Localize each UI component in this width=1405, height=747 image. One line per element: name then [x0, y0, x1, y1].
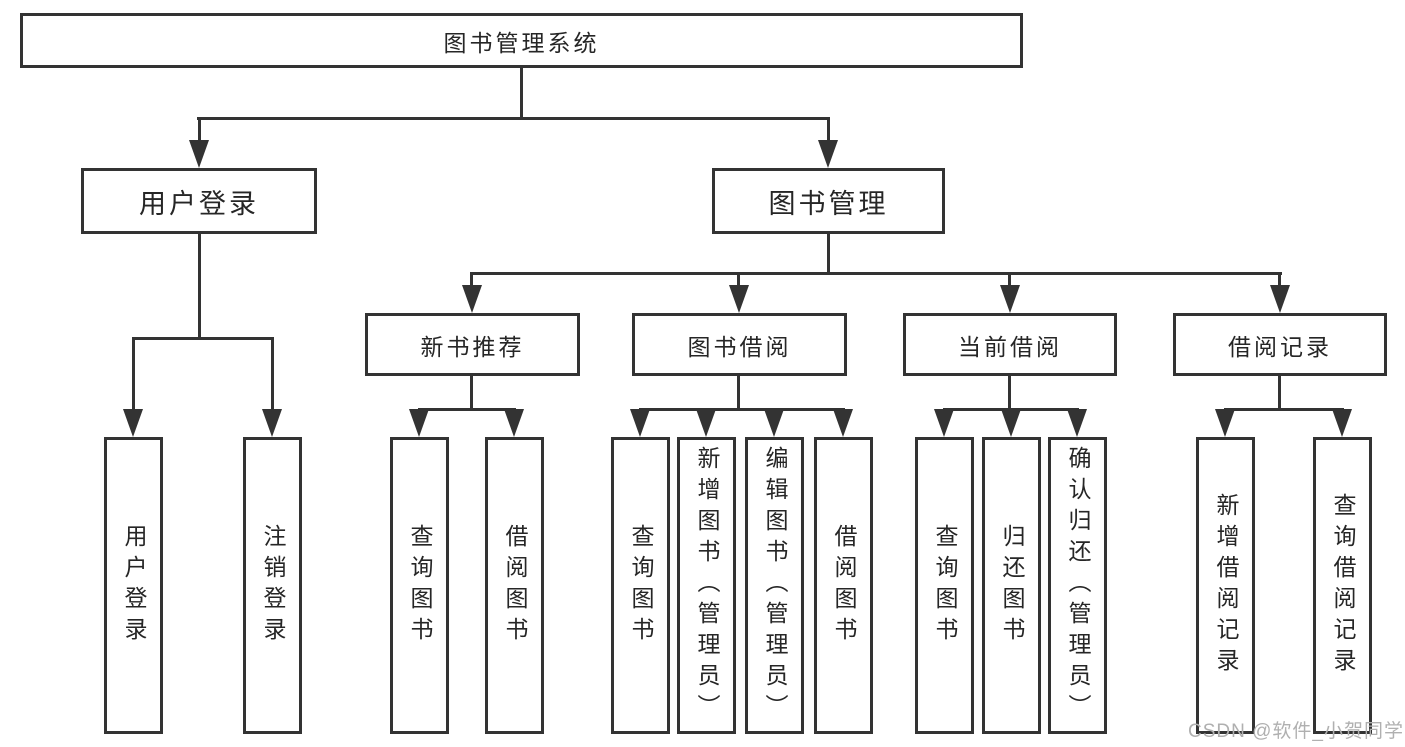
leaf-label: 借阅图书: [831, 523, 857, 648]
leaf-edit-books-admin: 编辑图书（管理员）: [745, 437, 804, 734]
node-book-management: 图书管理: [712, 168, 945, 234]
connector-line: [132, 337, 274, 340]
node-new-book-recommendation: 新书推荐: [365, 313, 580, 376]
arrow-down-icon: [123, 409, 143, 437]
leaf-label: 新增图书（管理员）: [694, 446, 720, 725]
arrow-down-icon: [696, 409, 716, 437]
connector-line: [520, 68, 523, 117]
leaf-add-borrow-record: 新增借阅记录: [1196, 437, 1255, 734]
node-borrowing-records: 借阅记录: [1173, 313, 1387, 376]
arrow-down-icon: [462, 285, 482, 313]
connector-line: [639, 408, 845, 411]
connector-line: [132, 337, 135, 410]
leaf-query-books-borrowing: 查询图书: [611, 437, 670, 734]
connector-line: [197, 117, 830, 120]
arrow-down-icon: [1000, 285, 1020, 313]
node-label: 图书管理系统: [443, 29, 600, 56]
node-book-borrowing: 图书借阅: [632, 313, 847, 376]
connector-line: [827, 234, 830, 272]
node-current-borrowing: 当前借阅: [903, 313, 1117, 376]
connector-line: [198, 117, 201, 141]
node-label: 用户登录: [139, 188, 259, 219]
arrow-down-icon: [1215, 409, 1235, 437]
connector-line: [271, 337, 274, 410]
leaf-confirm-return-admin: 确认归还（管理员）: [1048, 437, 1107, 734]
connector-line: [1278, 272, 1281, 286]
node-label: 图书借阅: [687, 333, 792, 360]
connector-line: [470, 376, 473, 408]
node-library-management-system: 图书管理系统: [20, 13, 1023, 68]
arrow-down-icon: [1001, 409, 1021, 437]
arrow-down-icon: [1332, 409, 1352, 437]
leaf-label: 注销登录: [260, 523, 286, 648]
arrow-down-icon: [1067, 409, 1087, 437]
leaf-query-borrow-record: 查询借阅记录: [1313, 437, 1372, 734]
arrow-down-icon: [262, 409, 282, 437]
leaf-label: 编辑图书（管理员）: [762, 446, 788, 725]
leaf-label: 查询图书: [407, 523, 433, 648]
connector-line: [1224, 408, 1344, 411]
connector-line: [827, 117, 830, 141]
node-label: 新书推荐: [420, 333, 525, 360]
leaf-query-books-recommend: 查询图书: [390, 437, 449, 734]
leaf-label: 归还图书: [999, 523, 1025, 648]
arrow-down-icon: [630, 409, 650, 437]
leaf-label: 借阅图书: [502, 523, 528, 648]
arrow-down-icon: [729, 285, 749, 313]
connector-line: [737, 376, 740, 408]
node-label: 借阅记录: [1228, 333, 1332, 360]
leaf-user-login: 用户登录: [104, 437, 163, 734]
arrow-down-icon: [409, 409, 429, 437]
leaf-add-books-admin: 新增图书（管理员）: [677, 437, 736, 734]
leaf-label: 确认归还（管理员）: [1065, 446, 1091, 725]
leaf-label: 查询图书: [932, 523, 958, 648]
arrow-down-icon: [764, 409, 784, 437]
connector-line: [737, 272, 740, 286]
arrow-down-icon: [934, 409, 954, 437]
connector-line: [470, 272, 1282, 275]
arrow-down-icon: [1270, 285, 1290, 313]
node-user-login: 用户登录: [81, 168, 317, 234]
connector-line: [1008, 376, 1011, 408]
leaf-logout: 注销登录: [243, 437, 302, 734]
node-label: 图书管理: [768, 188, 889, 219]
node-label: 当前借阅: [958, 333, 1062, 360]
connector-line: [198, 234, 201, 337]
arrow-down-icon: [818, 140, 838, 168]
leaf-label: 新增借阅记录: [1213, 492, 1239, 679]
connector-line: [470, 272, 473, 286]
leaf-query-books-current: 查询图书: [915, 437, 974, 734]
leaf-borrow-books: 借阅图书: [814, 437, 873, 734]
leaf-return-books: 归还图书: [982, 437, 1041, 734]
leaf-borrow-books-recommend: 借阅图书: [485, 437, 544, 734]
leaf-label: 查询图书: [628, 523, 654, 648]
connector-line: [418, 408, 516, 411]
arrow-down-icon: [504, 409, 524, 437]
leaf-label: 查询借阅记录: [1330, 492, 1356, 679]
leaf-label: 用户登录: [121, 523, 147, 648]
arrow-down-icon: [833, 409, 853, 437]
arrow-down-icon: [189, 140, 209, 168]
connector-line: [1278, 376, 1281, 408]
csdn-watermark: CSDN @软件_小贺同学: [1188, 721, 1404, 742]
connector-line: [1008, 272, 1011, 286]
